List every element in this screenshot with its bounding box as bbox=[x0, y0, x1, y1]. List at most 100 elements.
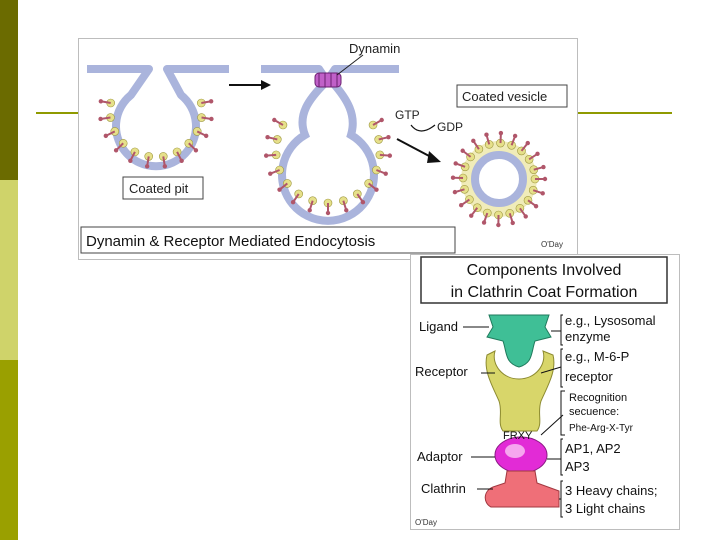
coat-spike-tip bbox=[144, 164, 150, 169]
gtp-gdp-curve bbox=[410, 124, 436, 132]
endocytosis-credit: O'Day bbox=[541, 240, 563, 249]
coated-vesicle-drawing bbox=[450, 130, 548, 228]
ligand-label: Ligand bbox=[419, 319, 458, 334]
coat-spike-tip bbox=[386, 135, 391, 140]
coat-spike-tip bbox=[265, 135, 270, 140]
gdp-label: GDP bbox=[437, 120, 463, 134]
coat-spike-tip bbox=[203, 133, 209, 139]
frxy-label: FRXY bbox=[503, 430, 533, 442]
gtp-label: GTP bbox=[395, 108, 420, 122]
receptor-shape bbox=[485, 350, 555, 432]
coated-vesicle-label-box bbox=[456, 84, 568, 108]
ligand-desc-1: e.g., Lysosomal bbox=[565, 313, 656, 328]
adaptor-label: Adaptor bbox=[417, 449, 463, 464]
coat-spike-tip bbox=[179, 158, 184, 163]
coat-spike-tip bbox=[263, 153, 269, 158]
clathrin-components-figure: Components Involved in Clathrin Coat For… bbox=[410, 254, 680, 530]
clathrin-bracket bbox=[560, 480, 563, 518]
coat-spike-tip bbox=[193, 148, 199, 153]
coat-spike-tip bbox=[113, 148, 119, 153]
coated-pit-label: Coated pit bbox=[129, 181, 189, 196]
coat-spike-tip bbox=[535, 151, 540, 157]
coat-spike-tip bbox=[458, 203, 464, 208]
coat-spike-tip bbox=[103, 133, 109, 139]
coat-spike-tip bbox=[512, 133, 518, 139]
clathrin-title-line1: Components Involved bbox=[467, 262, 622, 279]
coat-spike-tip bbox=[523, 214, 528, 219]
coat-spike-tip bbox=[533, 204, 539, 209]
receptor-bracket bbox=[560, 348, 563, 388]
recognition-desc-2: secuence: bbox=[569, 406, 619, 418]
coat-spike-tip bbox=[268, 171, 273, 176]
clathrin-diagram: Components Involved in Clathrin Coat For… bbox=[415, 256, 668, 527]
coat-spike-tip bbox=[209, 116, 214, 122]
coat-spike-tip bbox=[307, 208, 312, 213]
coat-spike-tip bbox=[208, 99, 214, 104]
adaptor-desc-1: AP1, AP2 bbox=[565, 441, 621, 456]
ligand-desc-2: enzyme bbox=[565, 329, 611, 344]
coat-spike-tip bbox=[452, 189, 458, 195]
coat-spike-tip bbox=[383, 171, 388, 176]
coat-spike-tip bbox=[471, 138, 476, 144]
coat-spike-tip bbox=[481, 220, 487, 225]
ligand-bracket bbox=[560, 314, 563, 346]
coat-spike-tip bbox=[469, 213, 474, 218]
coat-spike-tip bbox=[525, 140, 530, 146]
coat-spike-tip bbox=[290, 200, 296, 205]
clathrin-label: Clathrin bbox=[421, 481, 466, 496]
ligand-shape bbox=[486, 314, 552, 368]
adaptor-highlight bbox=[505, 444, 525, 458]
coat-spike-tip bbox=[496, 222, 501, 228]
endocytosis-figure: Dynamin Coated vesicle GTP GDP Coated pi… bbox=[78, 38, 578, 260]
slide-stripe-middle bbox=[0, 180, 18, 360]
coat-spike-tip bbox=[277, 187, 282, 192]
coat-spike-tip bbox=[98, 116, 103, 122]
dynamin-leader-line bbox=[336, 54, 364, 76]
coat-spike-tip bbox=[450, 175, 456, 180]
endocytosis-diagram: Dynamin Coated vesicle GTP GDP Coated pi… bbox=[80, 41, 568, 254]
clathrin-shape bbox=[484, 470, 560, 508]
clathrin-desc-1: 3 Heavy chains; bbox=[565, 483, 658, 498]
coat-spike-tip bbox=[325, 210, 331, 216]
recognition-bracket bbox=[560, 390, 565, 436]
constricted-pit-drawing bbox=[261, 65, 399, 225]
coat-spike-tip bbox=[162, 164, 168, 169]
clathrin-credit: O'Day bbox=[415, 518, 437, 527]
coat-spike-tip bbox=[374, 187, 379, 192]
arrow-neck-to-vesicle-head bbox=[427, 151, 441, 163]
coat-spike-tip bbox=[98, 99, 104, 104]
arrow-neck-to-vesicle bbox=[396, 138, 432, 158]
coat-spike-tip bbox=[460, 148, 465, 153]
coat-spike-tip bbox=[272, 117, 277, 123]
dynamin-ring bbox=[314, 72, 342, 88]
adaptor-bracket bbox=[560, 438, 563, 476]
coat-spike-tip bbox=[128, 158, 133, 163]
coat-spike-tip bbox=[379, 117, 384, 123]
receptor-arrow bbox=[540, 366, 562, 374]
dynamin-label: Dynamin bbox=[349, 41, 400, 56]
coated-pit-drawing bbox=[87, 65, 229, 171]
adaptor-desc-2: AP3 bbox=[565, 459, 590, 474]
arrow-pit-to-neck-head bbox=[261, 80, 271, 90]
coat-spike-tip bbox=[540, 191, 545, 196]
clathrin-title-box bbox=[420, 256, 668, 304]
coat-spike-tip bbox=[542, 176, 548, 182]
coat-spike-tip bbox=[387, 153, 393, 158]
coat-spike-tip bbox=[360, 200, 366, 205]
endocytosis-caption: Dynamin & Receptor Mediated Endocytosis bbox=[86, 233, 375, 250]
receptor-desc-1: e.g., M-6-P bbox=[565, 349, 629, 364]
clathrin-desc-2: 3 Light chains bbox=[565, 501, 646, 516]
recognition-desc-1: Recognition bbox=[569, 392, 627, 404]
coat-spike-tip bbox=[344, 208, 349, 213]
endocytosis-caption-box bbox=[80, 226, 456, 254]
clathrin-title-line2: in Clathrin Coat Formation bbox=[451, 284, 638, 301]
coated-pit-label-box bbox=[122, 176, 204, 200]
coat-spike-tip bbox=[541, 164, 546, 170]
receptor-label: Receptor bbox=[415, 364, 468, 379]
coat-spike-tip bbox=[484, 132, 489, 137]
recognition-desc-3: Phe-Arg-X-Tyr bbox=[569, 423, 634, 434]
coat-unit bbox=[130, 147, 140, 157]
recognition-arrow bbox=[540, 414, 564, 436]
slide-stripe-top bbox=[0, 0, 18, 180]
coated-vesicle-label: Coated vesicle bbox=[462, 89, 547, 104]
